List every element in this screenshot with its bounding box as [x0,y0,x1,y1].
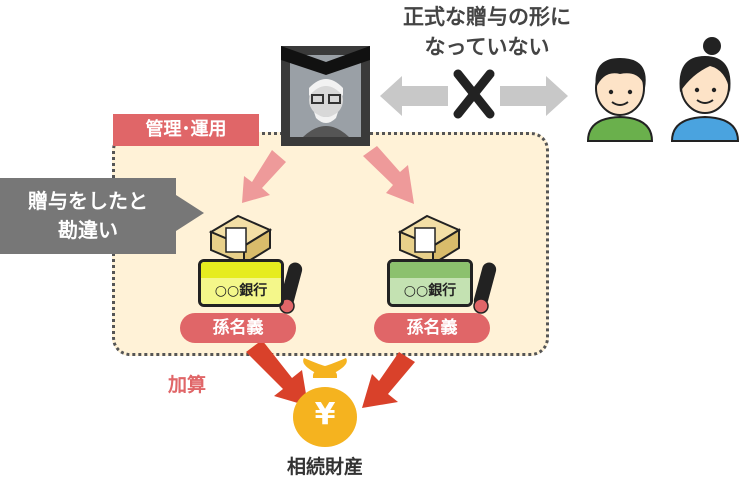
cash-stack-right-icon [397,214,462,266]
top-caption-line2: なっていない [424,35,550,59]
bankbook-left: ○○銀行 [198,259,284,307]
nominee-label-left: 孫名義 [180,313,296,343]
addition-arrow-left [246,340,308,406]
seal-right-icon [473,262,497,314]
bankbook-right-label: ○○銀行 [390,278,470,304]
broken-relation-arrow [380,76,568,116]
bankbook-left-band [201,262,281,278]
bankbook-right: ○○銀行 [387,259,473,307]
addition-label: 加算 [168,374,207,396]
nominee-label-right: 孫名義 [374,313,490,343]
top-caption: 正式な贈与の形に なっていない [372,2,602,62]
management-arrow-left [242,150,286,203]
money-bag-icon [293,358,357,447]
yen-symbol: ¥ [314,397,336,432]
cash-stack-left-icon [208,214,273,266]
management-label: 管理･運用 [113,114,259,146]
top-caption-line1: 正式な贈与の形に [403,5,571,29]
granddaughter-icon [670,37,740,142]
misunderstanding-callout: 贈与をしたと 勘違い [0,178,176,254]
callout-line1: 贈与をしたと [28,189,148,213]
management-arrow-right [363,146,414,204]
callout-line2: 勘違い [58,218,118,242]
bankbook-right-band [390,262,470,278]
cross-mark-icon [453,69,495,119]
estate-label: 相続財産 [286,456,363,478]
addition-arrow-right [362,352,415,408]
bankbook-left-label: ○○銀行 [201,278,281,304]
seal-left-icon [279,262,303,314]
grandson-icon [586,58,654,142]
callout-pointer [176,195,204,231]
memorial-portrait-icon [281,46,370,146]
